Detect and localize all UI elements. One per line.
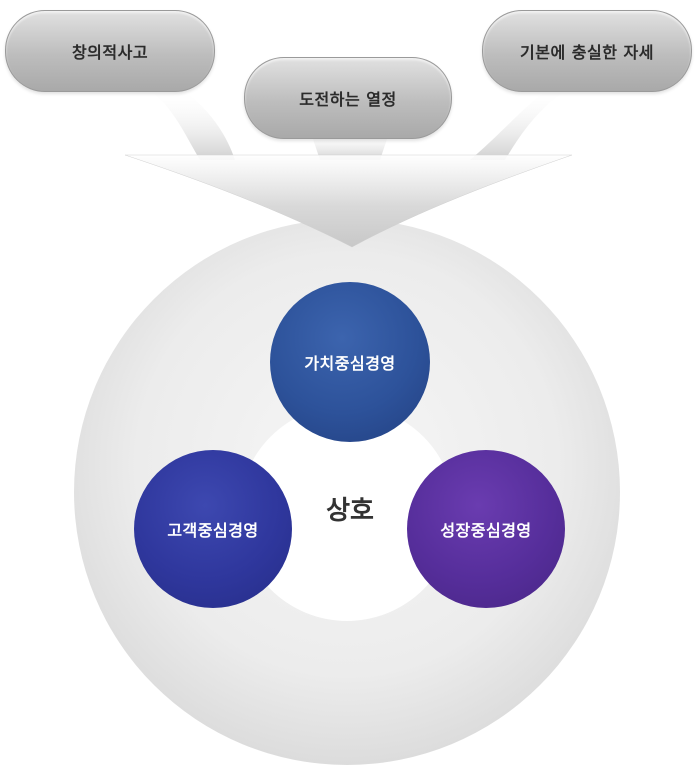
funnel-arrow bbox=[124, 154, 573, 248]
attitude-pill-basics: 기본에 충실한 자세 bbox=[482, 10, 692, 92]
attitude-label: 창의적사고 bbox=[71, 43, 149, 62]
customer-management-circle: 고객중심경영 bbox=[134, 450, 292, 608]
value-management-circle: 가치중심경영 bbox=[270, 282, 430, 442]
attitude-label: 기본에 충실한 자세 bbox=[520, 43, 654, 62]
inner-disc bbox=[239, 405, 455, 621]
attitude-pill-passion: 도전하는 열정 bbox=[244, 57, 452, 139]
stream-left bbox=[150, 88, 235, 160]
circle-label: 성장중심경영 bbox=[440, 521, 532, 540]
circle-label: 고객중심경영 bbox=[167, 521, 259, 540]
center-label: 상호 bbox=[326, 496, 374, 526]
attitude-pill-creative: 창의적사고 bbox=[5, 10, 215, 92]
circle-label: 가치중심경영 bbox=[304, 354, 396, 373]
stream-right bbox=[470, 88, 568, 160]
attitude-label: 도전하는 열정 bbox=[299, 90, 397, 109]
growth-management-circle: 성장중심경영 bbox=[407, 450, 565, 608]
